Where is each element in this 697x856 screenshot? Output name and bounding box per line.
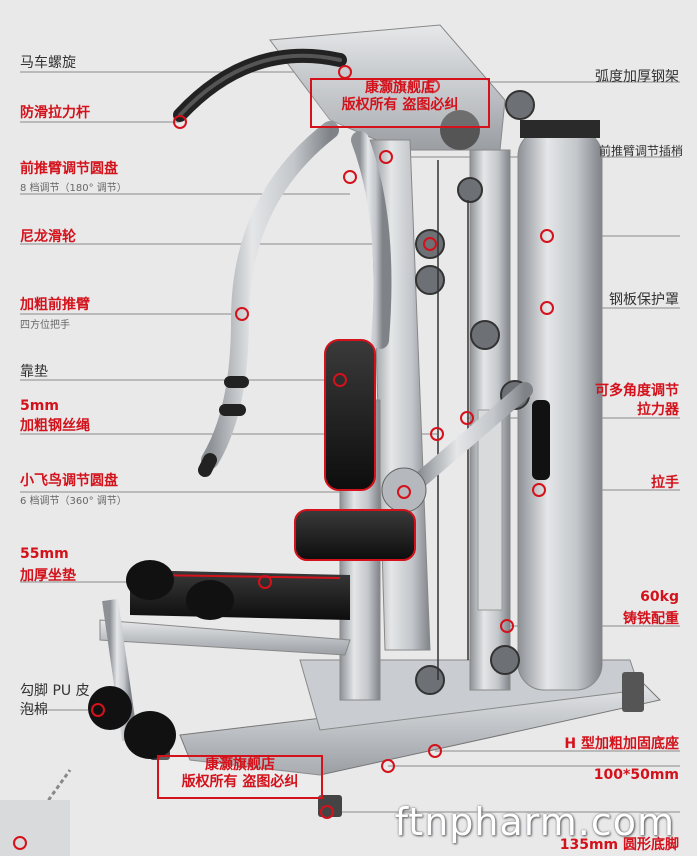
site-watermark: ftnpharm.com: [394, 800, 675, 844]
label-antislip-bar: 防滑拉力杆: [20, 105, 90, 121]
copyright-stamp-bottom: 康灏旗舰店 版权所有 盗图必纠: [157, 755, 323, 799]
label-handle: 拉手: [651, 475, 679, 491]
label-foot-foam: 勾脚 PU 皮: [20, 683, 90, 699]
callout-markers: [13, 65, 554, 850]
label-multi-angle: 可多角度调节: [595, 383, 679, 399]
label-foot-foam-2: 泡棉: [20, 702, 48, 718]
label-h-base: H 型加粗加固底座: [564, 736, 679, 752]
copyright-stamp-top: 康灏旗舰店 版权所有 盗图必纠: [310, 78, 490, 128]
label-fly-disc: 小飞鸟调节圆盘: [20, 473, 118, 489]
stamp-line-2: 版权所有 盗图必纠: [341, 97, 459, 113]
label-weight-stack: 铸铁配重: [623, 611, 679, 627]
label-nylon-pulley: 尼龙滑轮: [20, 229, 76, 245]
stamp-line-1: 康灏旗舰店: [205, 757, 275, 773]
label-carriage-bolt: 马车螺旋: [20, 55, 76, 71]
seat-assembly: [88, 509, 416, 759]
label-press-arm-disc: 前推臂调节圆盘: [20, 161, 118, 177]
label-steel-guard: 钢板保护罩: [609, 292, 679, 308]
label-seat-pad: 加厚坐垫: [20, 568, 76, 584]
label-fly-disc-sub: 6 档调节（360° 调节）: [20, 496, 127, 507]
label-press-arm-pin: 前推臂调节插梢: [598, 144, 683, 158]
label-press-arm-disc-sub: 8 档调节（180° 调节）: [20, 183, 127, 194]
press-arms: [198, 121, 392, 477]
label-weight-size: 60kg: [640, 589, 679, 605]
label-round-foot: 135mm 圆形底脚: [559, 837, 679, 853]
label-thick-press-arm: 加粗前推臂: [20, 297, 90, 313]
fly-adjust-disc: [381, 467, 427, 513]
foot-chain: [0, 769, 72, 856]
label-multi-angle-2: 拉力器: [637, 402, 679, 418]
label-back-pad: 靠垫: [20, 364, 48, 380]
stamp-line-2: 版权所有 盗图必纠: [181, 774, 299, 790]
multi-angle-arm: [412, 382, 550, 488]
label-steel-cable: 加粗钢丝绳: [20, 418, 90, 434]
stamp-line-1: 康灏旗舰店: [365, 80, 435, 96]
label-arc-frame: 弧度加厚钢架: [595, 69, 679, 85]
label-tube-size: 100*50mm: [593, 767, 679, 783]
label-steel-cable-size: 5mm: [20, 398, 59, 414]
back-pad: [324, 339, 376, 491]
label-thick-press-arm-sub: 四方位把手: [20, 320, 70, 331]
pull-bar: [173, 48, 347, 122]
label-seat-size: 55mm: [20, 546, 69, 562]
